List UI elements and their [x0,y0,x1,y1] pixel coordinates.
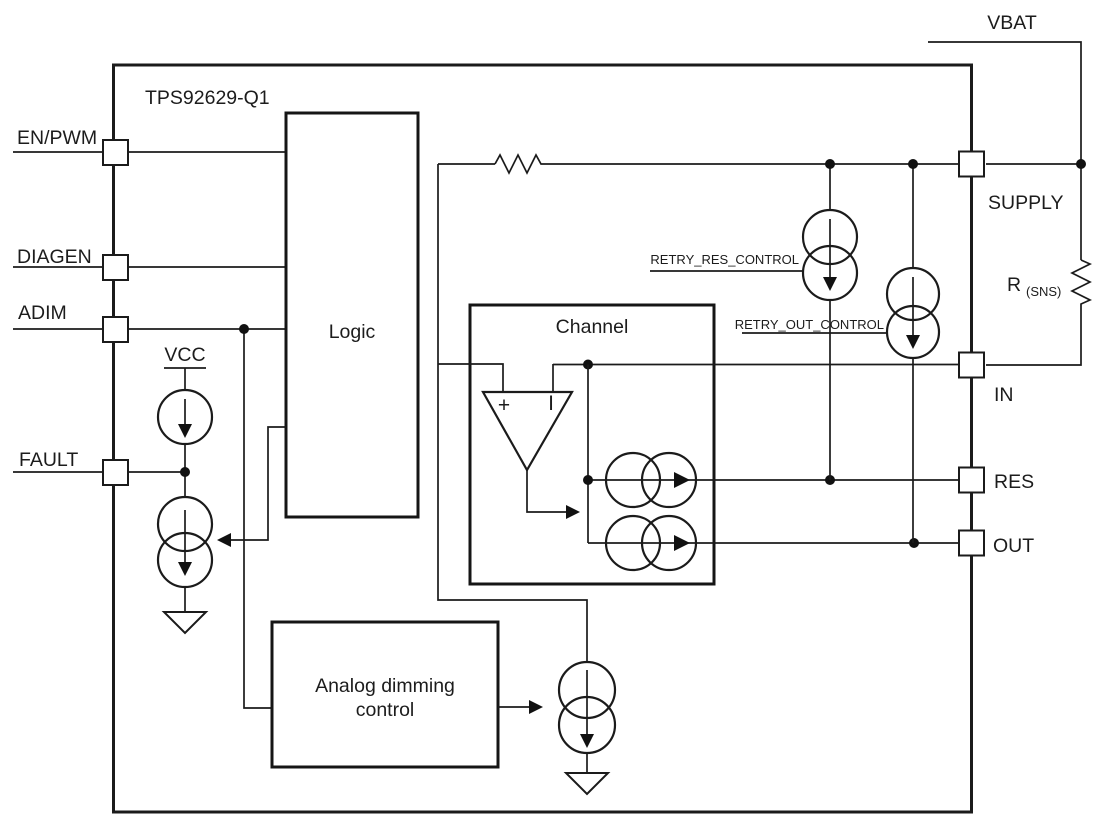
left-pin-wires [13,151,286,709]
pin-label-in: IN [994,384,1014,406]
res-mirror-circle-left [604,451,662,509]
opamp-minus-symbol: I [548,392,554,415]
opamp: + I [438,363,580,519]
junction-dot-retry-out-top [908,159,918,169]
pin-label-adim: ADIM [18,302,67,324]
pin-square-adim [102,316,129,343]
pin-label-en-pwm: EN/PWM [17,127,97,149]
res-mirror-arrowhead [674,472,690,488]
wire-adim-to-dimming-block [243,329,272,709]
out-mirror-row [588,514,959,572]
pin-label-diagen: DIAGEN [17,246,92,268]
vbat-net: VBAT R (SNS) [928,12,1092,366]
chip-boundary [112,63,973,814]
sense-resistor-label: R [1007,274,1021,296]
reference-current-source [557,660,617,796]
analog-dimming-label-line2: control [356,699,415,721]
pin-square-supply [958,150,985,178]
vbat-label: VBAT [987,12,1037,34]
dimming-output-arrowhead [529,700,543,714]
retry-out-control-label: RETRY_OUT_CONTROL [735,317,884,332]
pin-label-supply: SUPPLY [988,192,1064,214]
analog-dimming-block [270,620,500,769]
sense-resistor-zigzag [1070,259,1092,307]
vcc-label: VCC [164,344,205,366]
sense-resistor-subscript: (SNS) [1026,284,1061,299]
pin-label-res: RES [994,471,1034,493]
pin-square-en-pwm [102,139,129,166]
opamp-triangle [481,390,574,473]
channel-block-label: Channel [556,316,629,338]
res-mirror-circle-right [640,451,698,509]
wire-sense-down-left [437,164,588,662]
pin-square-out [958,529,985,557]
junction-dot-vbat-supply [1076,159,1086,169]
pin-square-diagen [102,254,129,281]
opamp-output-arrowhead [566,505,580,519]
out-mirror-circle-right [640,514,698,572]
junction-dot-res-left [583,475,593,485]
pin-square-in [958,351,985,379]
ref-source-arrowhead [580,734,594,748]
pin-square-fault [102,459,129,486]
fault-mirror-arrowhead [178,562,192,576]
logic-mirror-control [217,426,286,547]
vcc-branch: VCC [156,344,214,635]
retry-out-arrowhead [906,335,920,349]
internal-resistor-zigzag [494,153,545,175]
wire-logic-to-mirror [223,426,286,541]
vcc-source-arrowhead [178,424,192,438]
retry-res-control-label: RETRY_RES_CONTROL [650,252,799,267]
junction-dot-fault [180,467,190,477]
pin-square-res [958,466,985,494]
pin-label-out: OUT [993,535,1034,557]
wire-vbat [928,41,1082,164]
wire-rsns-bottom [986,307,1082,366]
channel-block [468,303,716,586]
analog-dimming-output [498,700,543,714]
logic-block-label: Logic [329,321,376,343]
opamp-plus-symbol: + [498,394,510,417]
internal-sense-net [437,153,959,662]
res-mirror-row [583,451,959,509]
wire-opamp-output [526,470,572,513]
analog-dimming-label-line1: Analog dimming [315,675,455,697]
retry-res-source: RETRY_RES_CONTROL [650,159,859,480]
wire-opamp-plus-input [438,363,504,392]
in-net [553,359,959,543]
retry-out-source: RETRY_OUT_CONTROL [735,159,941,543]
arrowhead-left-into-mirror [217,533,231,547]
out-mirror-arrowhead [674,535,690,551]
out-mirror-circle-left [604,514,662,572]
ground-symbol-ref [563,772,611,796]
logic-block [284,111,420,519]
junction-dot-adim [239,324,249,334]
pin-label-fault: FAULT [19,449,78,471]
ground-symbol-fault [161,611,209,635]
junction-dot-out-retry [909,538,919,548]
junction-dot-retry-res-top [825,159,835,169]
retry-res-arrowhead [823,277,837,291]
chip-title: TPS92629-Q1 [145,87,270,109]
